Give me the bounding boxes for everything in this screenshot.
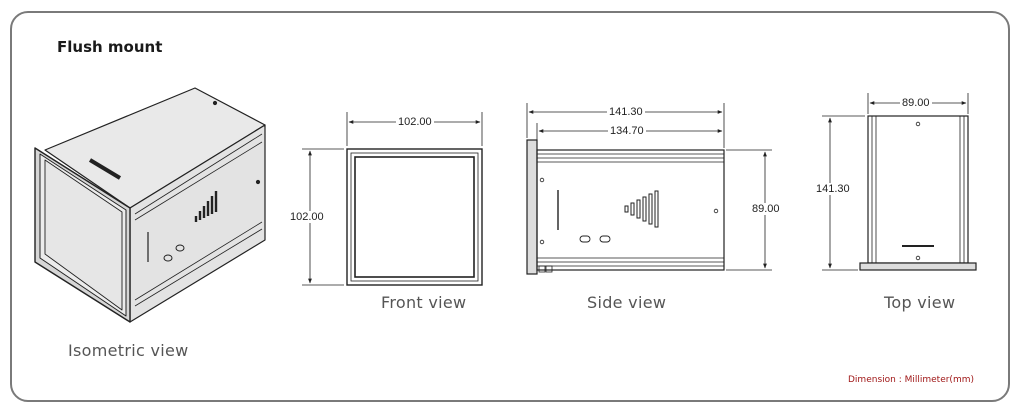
top-width-label: 89.00 <box>900 97 932 109</box>
isometric-drawing <box>34 87 266 323</box>
front-view-drawing <box>302 112 483 286</box>
front-height-label: 102.00 <box>288 211 326 223</box>
section-title: Flush mount <box>57 38 163 56</box>
top-view-drawing <box>822 93 977 271</box>
top-depth-label: 141.30 <box>814 183 852 195</box>
front-view-caption: Front view <box>381 293 467 312</box>
side-body-depth-label: 134.70 <box>608 125 646 137</box>
side-height-label: 89.00 <box>750 203 782 215</box>
isometric-view-caption: Isometric view <box>68 341 189 360</box>
side-view-caption: Side view <box>587 293 667 312</box>
top-view-caption: Top view <box>884 293 956 312</box>
side-total-depth-label: 141.30 <box>607 106 645 118</box>
dimension-unit-note: Dimension : Millimeter(mm) <box>848 375 974 385</box>
side-view-drawing <box>526 103 772 275</box>
front-width-label: 102.00 <box>396 116 434 128</box>
